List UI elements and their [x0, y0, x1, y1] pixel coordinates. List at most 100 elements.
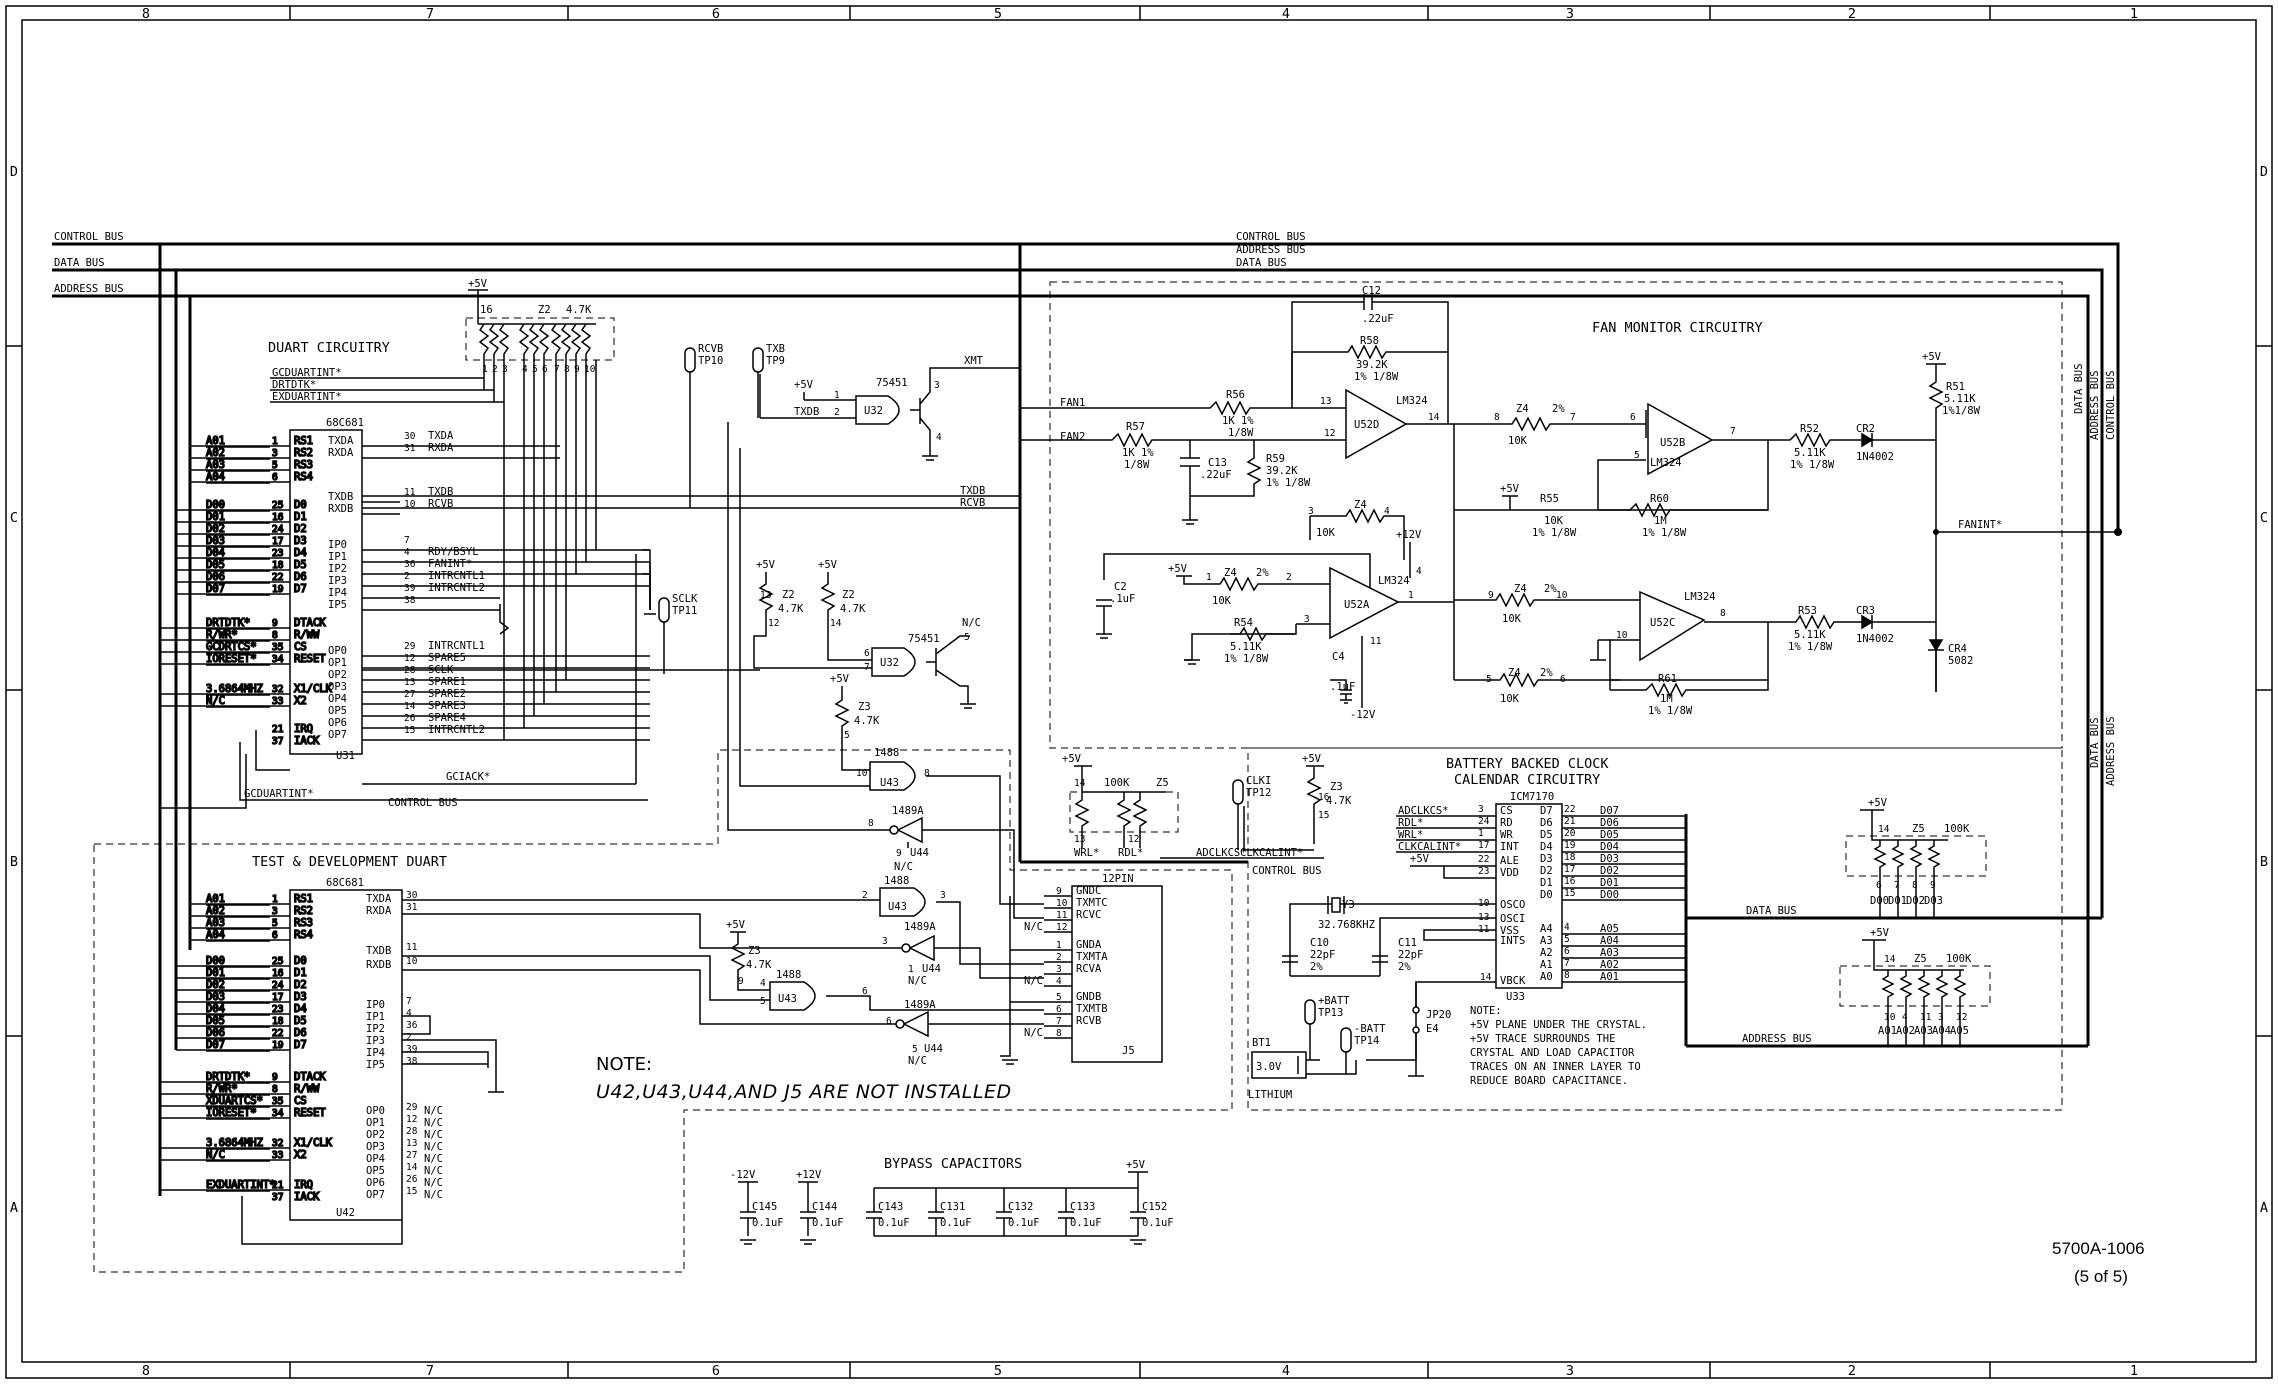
- test-signal: R/WR*: [206, 1083, 238, 1095]
- fan-r59: R59: [1266, 453, 1285, 465]
- test-pin-name: IRQ: [294, 1179, 313, 1191]
- fan-u52b-pin6: 6: [1630, 412, 1636, 423]
- duart-net: SPARE3: [428, 700, 466, 712]
- j5-nc: N/C: [1024, 1027, 1043, 1039]
- z3c-vcc: +5V: [1302, 753, 1322, 765]
- u32a-ref: U32: [864, 405, 883, 417]
- fan-z4c: Z4: [1224, 567, 1237, 579]
- u43a-gate: [869, 761, 916, 791]
- test-pin-num: 32: [272, 1138, 283, 1149]
- z5b-value: 100K: [1944, 823, 1970, 835]
- zone-col-8-bottom: 8: [142, 1363, 150, 1379]
- duart-net: TXDA: [428, 430, 454, 442]
- test-pin-name-right: TXDA: [366, 893, 392, 905]
- test-pin-num-right: 31: [406, 902, 418, 913]
- test-pin-num-right: 13: [406, 1138, 417, 1149]
- clock-pin-name: OSCO: [1500, 899, 1525, 911]
- duart-gcduartint-bottom: GCDUARTINT*: [244, 788, 314, 800]
- fan-r61-tol: 1% 1/8W: [1648, 705, 1693, 717]
- duart-pin-num-right: 2: [404, 571, 410, 582]
- z5b-pin: 9: [1930, 880, 1936, 891]
- fan-z4e: Z4: [1508, 667, 1521, 679]
- duart-net: SPARE2: [428, 688, 466, 700]
- j5-pin-name: GNDA: [1076, 939, 1102, 951]
- test-pin-num: 18: [272, 1016, 284, 1027]
- j5-pin-num: 7: [1056, 1016, 1062, 1027]
- test-point-name: TXB: [766, 343, 785, 355]
- fan-u52a-pin11: 11: [1370, 636, 1382, 647]
- clock-vdd-net: +5V: [1410, 853, 1430, 865]
- u32a-pin3: 3: [934, 380, 940, 391]
- clock-pin-name: INTS: [1500, 935, 1525, 947]
- clock-ref: U33: [1506, 991, 1525, 1003]
- bypass-cap-value: 0.1uF: [1142, 1217, 1174, 1229]
- duart-pin-name-right: OP3: [328, 681, 347, 693]
- fan-c13-val: .22uF: [1200, 469, 1232, 481]
- clock-vbck: VBCK: [1500, 975, 1526, 987]
- duart-signal: D01: [206, 511, 225, 523]
- duart-pin-num: 35: [272, 642, 283, 653]
- fan-r51-vcc: +5V: [1922, 351, 1942, 363]
- clock-u33-chip: [1495, 803, 1563, 989]
- duart-pin-num: 23: [272, 548, 283, 559]
- fan-z4d-val: 10K: [1502, 613, 1522, 625]
- clock-data-net: D02: [1600, 865, 1619, 877]
- zone-col-1: 1: [2130, 6, 2138, 22]
- fan-u52d-opamp: [1345, 388, 1408, 460]
- clock-data-name: D1: [1540, 877, 1553, 889]
- clock-data-pin: 16: [1564, 876, 1576, 887]
- fan-u52d-pin12: 12: [1324, 428, 1335, 439]
- fan-z4d-pin9: 9: [1488, 590, 1494, 601]
- duart-pin-num-right: 31: [404, 443, 416, 454]
- test-pin-name-right: OP4: [366, 1153, 385, 1165]
- test-signal: A03: [206, 917, 225, 929]
- clock-data-name: D6: [1540, 817, 1553, 829]
- test-pin-num: 6: [272, 930, 278, 941]
- duart-net: SPARE4: [428, 712, 466, 724]
- fan-r61-val: 1M: [1660, 693, 1673, 705]
- clock-pin-name: RD: [1500, 817, 1513, 829]
- fan-z4c-tol: 2%: [1256, 567, 1269, 579]
- duart-gciack: GCIACK*: [446, 771, 490, 783]
- fan-z4a-pin7: 7: [1570, 412, 1576, 423]
- zone-col-3: 3: [1566, 6, 1574, 22]
- test-pin-num-right: 38: [406, 1056, 418, 1067]
- duart-pin-name-right: IP2: [328, 563, 347, 575]
- duart-pin-num: 17: [272, 536, 283, 547]
- clock-pin-name: VDD: [1500, 867, 1519, 879]
- u43c-pin4: 4: [760, 978, 766, 989]
- u32b-pin6: 6: [864, 648, 870, 659]
- test-nc: N/C: [424, 1177, 443, 1189]
- duart-pin-name-right: IP1: [328, 551, 347, 563]
- clock-data-pin: 21: [1564, 816, 1576, 827]
- j5-pin-name: GNDC: [1076, 885, 1101, 897]
- drawing-sheet: (5 of 5): [2074, 1267, 2128, 1286]
- z3c-value: 4.7K: [1326, 795, 1352, 807]
- u43c-pin5: 5: [760, 996, 766, 1007]
- data-bus-label-top: DATA BUS: [1236, 257, 1287, 269]
- duart-in-2: DRTDTK*: [272, 379, 316, 391]
- test-pin-name-right: OP6: [366, 1177, 385, 1189]
- z3c-label: Z3: [1330, 781, 1343, 793]
- test-point-id: TP12: [1246, 787, 1271, 799]
- duart-pin-num: 5: [272, 460, 278, 471]
- fan-z4e-tol: 2%: [1540, 667, 1553, 679]
- test-pin-name: D4: [294, 1003, 307, 1015]
- u32a-pin2: 2: [834, 407, 840, 418]
- j5-body: [1071, 885, 1163, 1063]
- duart-pin-name-right: RXDB: [328, 503, 353, 515]
- z2b-r1-label: Z2: [782, 589, 795, 601]
- duart-net: RDY/BSYL: [428, 546, 479, 558]
- duart-pin-num-right: 13: [404, 677, 415, 688]
- clock-data-net: D04: [1600, 841, 1619, 853]
- test-pin-num-right: 10: [406, 956, 418, 967]
- clock-pin-name: VSS: [1500, 925, 1519, 937]
- clock-pin-num: 22: [1478, 854, 1489, 865]
- u32b-pin5: 5: [964, 632, 970, 643]
- test-u42-chip: [289, 889, 403, 1221]
- test-nc: N/C: [424, 1105, 443, 1117]
- clock-note-2: +5V TRACE SURROUNDS THE: [1470, 1033, 1615, 1045]
